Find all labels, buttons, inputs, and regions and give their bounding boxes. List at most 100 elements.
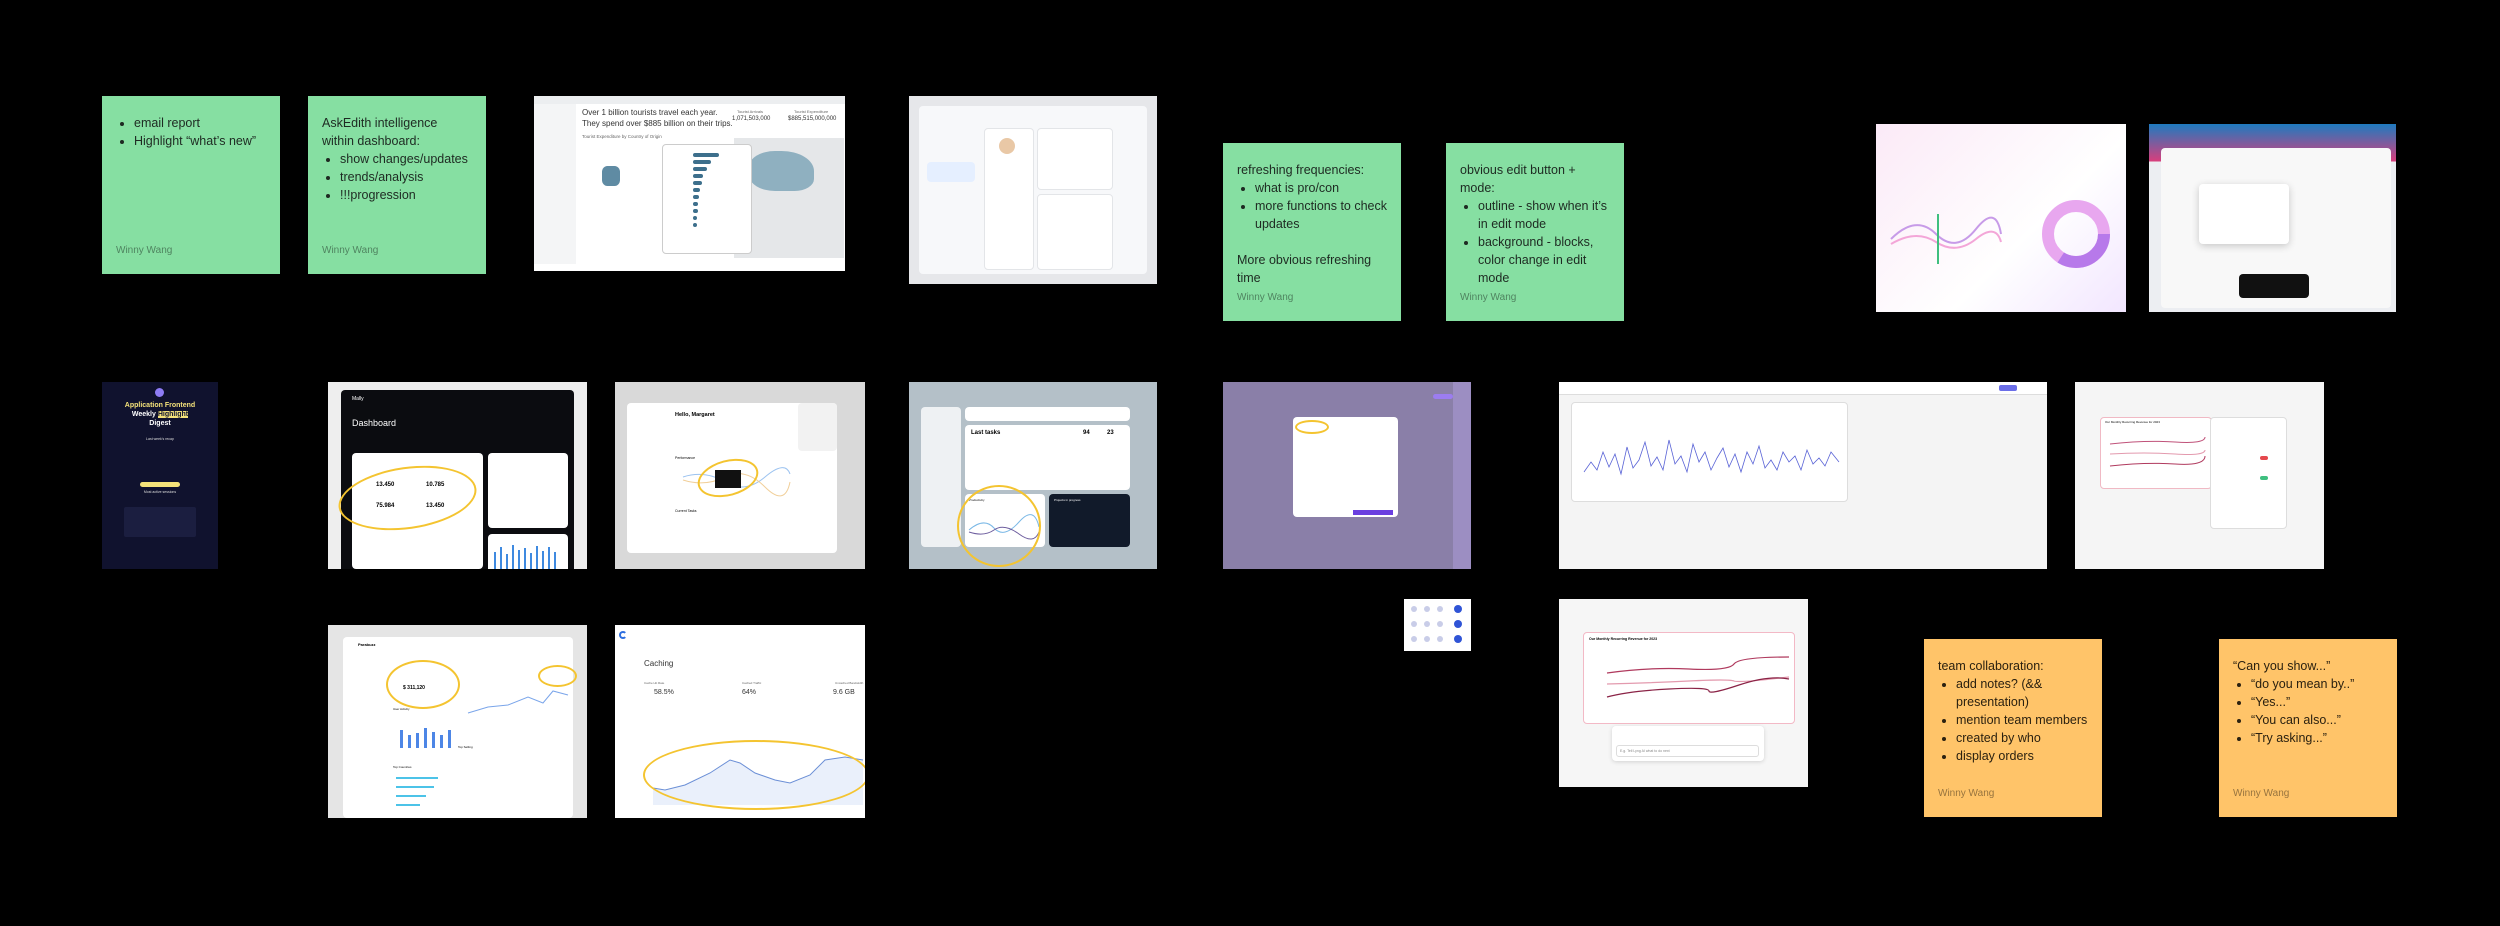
sticky-list: add notes? (&& presentation) mention tea… <box>1938 675 2088 765</box>
section-title: Last week's recap <box>146 437 174 441</box>
list-item: mention team members <box>1956 711 2088 729</box>
sticky-note-team-collaboration[interactable]: team collaboration: add notes? (&& prese… <box>1924 639 2102 817</box>
thumbnail-mrr-settings[interactable]: Our Monthly Recurring Revenue for 2023 <box>2075 382 2324 569</box>
thumbnail-caching[interactable]: Caching Cache Hit Rate 58.5% Cached Traf… <box>615 625 865 818</box>
ai-prompt-input[interactable]: E.g. Tell Lyng AI what to do next <box>1616 745 1759 757</box>
prompt-placeholder: E.g. Tell Lyng AI what to do next <box>1620 749 1670 753</box>
list-item: outline - show when it’s in edit mode <box>1478 197 1610 233</box>
list-item: created by who <box>1956 729 2088 747</box>
list-item: “Try asking...” <box>2251 729 2383 747</box>
line-chart-graphic <box>1606 656 1790 698</box>
sticky-list: outline - show when it’s in edit mode ba… <box>1460 197 1610 287</box>
digest-title: Weekly <box>131 411 156 418</box>
sticky-heading: AskEdith intelligence within dashboard: <box>322 116 438 148</box>
thumbnail-chat-dashboard[interactable] <box>909 96 1157 284</box>
kpi-label: Tourist Arrivals <box>737 109 764 114</box>
thumbnail-parabuzz[interactable]: Parabuzz $ 311,120 User Activity Top Cou… <box>328 625 587 818</box>
kpi-value: 13.450 <box>426 503 445 509</box>
kpi-value: 9.6 GB <box>833 689 855 696</box>
list-item: what is pro/con <box>1255 179 1387 197</box>
digest-title: Application Frontend <box>124 402 196 409</box>
page-title: Dashboard <box>352 418 397 428</box>
map-region <box>749 151 814 191</box>
section-title: Top Countries <box>393 765 412 769</box>
side-panel <box>534 104 576 264</box>
highlight-annotation <box>538 665 577 687</box>
digest-title: Digest <box>149 420 171 427</box>
map-title: Tourist Expenditure by Country of Origin <box>582 134 662 139</box>
kpi-value: 58.5% <box>654 689 674 696</box>
sticky-note-ask-prompts[interactable]: “Can you show...” “do you mean by..” “Ye… <box>2219 639 2397 817</box>
sticky-list: email report Highlight “what’s new” <box>116 114 266 150</box>
sticky-note-refresh[interactable]: refreshing frequencies: what is pro/con … <box>1223 143 1401 321</box>
logo-icon <box>155 388 164 397</box>
digest-highlight: Highlight <box>157 411 189 418</box>
line-chart-graphic <box>1583 439 1840 476</box>
sticky-author: Winny Wang <box>2233 788 2290 799</box>
kpi-value: $885,515,000,000 <box>788 116 837 122</box>
list-item: add notes? (&& presentation) <box>1956 675 2088 711</box>
list-item: “Yes...” <box>2251 693 2383 711</box>
thumbnail-last-tasks[interactable]: Last tasks 94 23 Productivity Projects i… <box>909 382 1157 569</box>
line-chart-graphic <box>682 467 791 497</box>
list-item: “do you mean by..” <box>2251 675 2383 693</box>
sticky-list: “do you mean by..” “Yes...” “You can als… <box>2233 675 2383 747</box>
headline: They spend over $885 billion on their tr… <box>582 119 733 128</box>
action-button[interactable] <box>1433 394 1453 399</box>
sticky-note-email-report[interactable]: email report Highlight “what’s new” Winn… <box>102 96 280 274</box>
sticky-list: show changes/updates trends/analysis !!!… <box>322 150 472 204</box>
kpi-value: 75.984 <box>376 503 395 509</box>
highlight-annotation <box>1295 420 1329 434</box>
sticky-heading: obvious edit button + mode: <box>1460 163 1576 195</box>
bar-chart-graphic <box>494 545 556 569</box>
toolbar <box>534 96 845 104</box>
logo-icon <box>619 631 627 639</box>
thumbnail-mally-dashboard[interactable]: Mally Dashboard 13.450 10.785 75.984 13.… <box>328 382 587 569</box>
sticky-note-askedith[interactable]: AskEdith intelligence within dashboard: … <box>308 96 486 274</box>
greeting-title: Hello, Margaret <box>675 412 715 418</box>
chart-title: Our Monthly Recurring Revenue for 2023 <box>2105 420 2160 424</box>
thumbnail-weekly-digest[interactable]: Application Frontend Weekly Highlight Di… <box>102 382 218 569</box>
thumbnail-hello-margaret[interactable]: Hello, Margaret Performance Current Task… <box>615 382 865 569</box>
list-item: email report <box>134 114 266 132</box>
sticky-heading: “Can you show...” <box>2233 659 2331 673</box>
headline: Over 1 billion tourists travel each year… <box>582 108 718 117</box>
list-item: more functions to check updates <box>1255 197 1387 233</box>
thumbnail-pink-charts[interactable] <box>1876 124 2126 312</box>
kpi-label: Cached Traffic <box>742 681 762 685</box>
section-title: Last tasks <box>971 430 1001 436</box>
thumbnail-line-chart[interactable] <box>1559 382 2047 569</box>
thumbnail-dark-app[interactable] <box>2149 124 2396 312</box>
sticky-heading: team collaboration: <box>1938 659 2044 673</box>
list-item: !!!progression <box>340 186 472 204</box>
thumbnail-purple-editor[interactable] <box>1223 382 1471 569</box>
sticky-author: Winny Wang <box>1460 292 1517 303</box>
highlight-annotation <box>643 740 865 810</box>
section-title: Projects in progress <box>1054 498 1081 502</box>
sticky-author: Winny Wang <box>116 245 173 256</box>
sticky-note-edit-mode[interactable]: obvious edit button + mode: outline - sh… <box>1446 143 1624 321</box>
thumbnail-mrr-ai-chat[interactable]: Our Monthly Recurring Revenue for 2023 E… <box>1559 599 1808 787</box>
section-title: Current Tasks <box>675 509 697 513</box>
primary-button[interactable] <box>1999 385 2017 391</box>
confirm-button[interactable] <box>1353 510 1393 515</box>
page-title: Caching <box>644 659 674 668</box>
list-item: show changes/updates <box>340 150 472 168</box>
chart-title: Our Monthly Recurring Revenue for 2023 <box>1589 637 1658 641</box>
kpi-value: 64% <box>742 689 757 696</box>
map-region <box>602 166 620 186</box>
kpi-value: 13.450 <box>376 482 395 488</box>
kpi-label: Tourist Expenditure <box>794 109 829 114</box>
sticky-author: Winny Wang <box>322 245 379 256</box>
digest-button[interactable] <box>140 482 180 487</box>
sticky-author: Winny Wang <box>1938 788 1995 799</box>
list-item: display orders <box>1956 747 2088 765</box>
brand-name: Mally <box>352 396 364 402</box>
kpi-label: Cache Hit Rate <box>644 681 665 685</box>
task-count: 94 <box>1083 430 1090 436</box>
thumbnail-tourism-dashboard[interactable]: Over 1 billion tourists travel each year… <box>534 96 845 271</box>
highlight-annotation <box>386 660 460 709</box>
list-item: Highlight “what’s new” <box>134 132 266 150</box>
list-item: trends/analysis <box>340 168 472 186</box>
toolbar-icons-panel[interactable] <box>1404 599 1471 651</box>
